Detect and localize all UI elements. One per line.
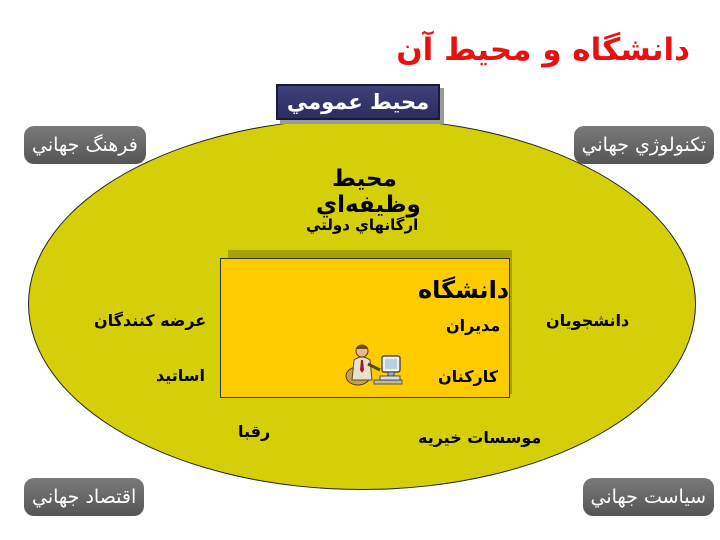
faculty-label: اساتيد <box>156 366 206 385</box>
global-politics-box: سياست جهاني <box>582 478 714 516</box>
university-title: دانشگاه <box>418 276 510 304</box>
global-technology-box: تكنولوژي جهاني <box>573 126 714 164</box>
diagram-title: دانشگاه و محيط آن <box>396 32 690 68</box>
task-environment-line1: محيط <box>332 166 397 192</box>
charities-label: موسسات خيريه <box>418 428 542 447</box>
suppliers-label: عرضه كنندگان <box>94 311 207 330</box>
global-economy-label: اقتصاد جهاني <box>32 486 137 508</box>
global-economy-box: اقتصاد جهاني <box>24 478 145 516</box>
staff-label: كاركنان <box>438 367 499 386</box>
person-at-computer-icon <box>345 344 403 386</box>
general-environment-box: محيط عمومي <box>276 84 440 120</box>
global-politics-label: سياست جهاني <box>590 486 706 508</box>
global-culture-label: فرهنگ جهاني <box>32 134 138 156</box>
government-agencies-label: ارگانهاي دولتي <box>306 216 419 234</box>
global-culture-box: فرهنگ جهاني <box>24 126 146 164</box>
managers-label: مديران <box>446 316 501 335</box>
task-environment-line2: وظيفه‌اي <box>316 192 421 218</box>
global-technology-label: تكنولوژي جهاني <box>581 134 706 156</box>
students-label: دانشجويان <box>546 311 630 330</box>
general-environment-label: محيط عمومي <box>286 90 430 114</box>
competitors-label: رقبا <box>238 422 271 441</box>
